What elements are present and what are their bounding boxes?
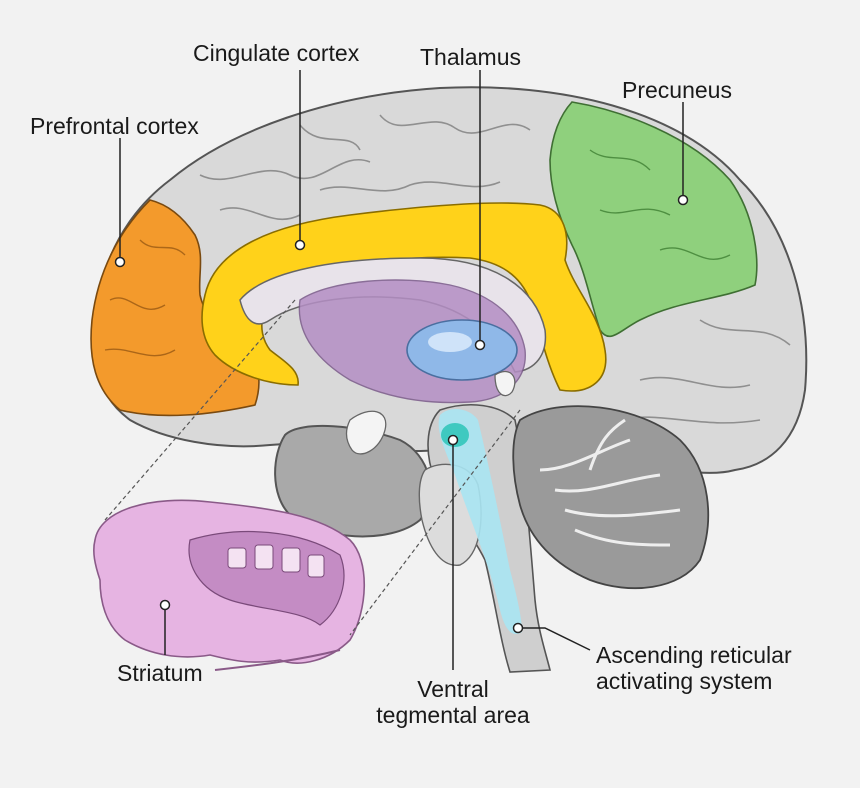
precuneus-region xyxy=(549,101,758,337)
cerebellum xyxy=(512,405,710,590)
label-vta-line1: Ventral xyxy=(417,676,489,702)
arbor-vitae xyxy=(539,418,681,547)
prefrontal-region xyxy=(90,199,260,417)
fornix xyxy=(345,370,516,455)
label-aras-line1: Ascending reticular xyxy=(596,642,792,668)
reticular-region xyxy=(438,408,522,634)
label-precuneus: Precuneus xyxy=(622,77,732,103)
label-striatum: Striatum xyxy=(117,660,203,686)
label-prefrontal-cortex: Prefrontal cortex xyxy=(30,113,199,139)
label-vta-line2: tegmental area xyxy=(376,702,530,728)
label-aras-line2: activating system xyxy=(596,668,773,694)
leader-dots xyxy=(114,194,689,634)
label-cingulate-cortex: Cingulate cortex xyxy=(193,40,360,66)
label-ventral-tegmental-area: Ventral tegmental area xyxy=(358,676,548,728)
label-thalamus: Thalamus xyxy=(420,44,521,70)
leader-lines xyxy=(119,70,684,670)
label-ascending-reticular: Ascending reticular activating system xyxy=(596,642,792,694)
